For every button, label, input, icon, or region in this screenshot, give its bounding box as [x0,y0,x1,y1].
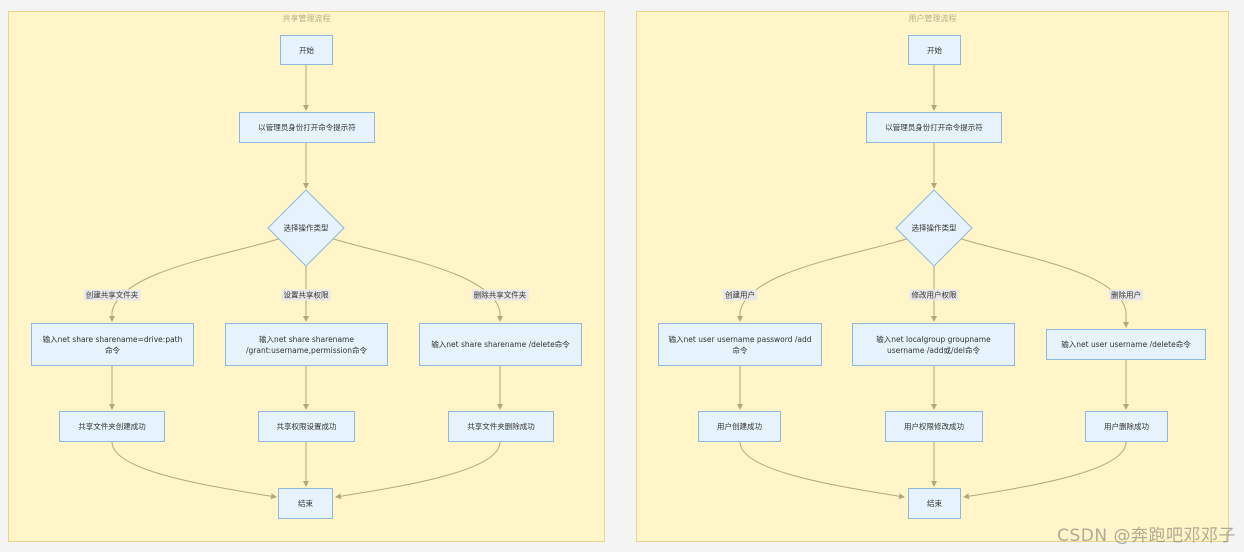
user-permission-modified-node: 用户权限修改成功 [885,411,983,442]
decision-diamond [267,189,345,267]
end-node: 结束 [278,488,333,519]
open-cmd-as-admin-node: 以管理员身份打开命令提示符 [239,112,375,143]
open-cmd-as-admin-node: 以管理员身份打开命令提示符 [866,112,1002,143]
cluster-title: 共享管理流程 [282,14,331,23]
decision-label: 选择操作类型 [283,223,329,233]
edge-decision-to-cmd3 [954,236,1129,328]
edge-ok3-to-end [335,441,501,500]
branch-label-modify-user-permission: 修改用户权限 [909,289,959,301]
watermark: CSDN @奔跑吧邓邓子 [1057,526,1236,546]
edge-ok3-to-end [963,441,1127,500]
create-share-command-node: 输入net share sharename=drive:path 命令 [31,323,194,366]
edge-decision-to-cmd1 [109,236,286,322]
end-node: 结束 [908,488,961,519]
user-created-node: 用户创建成功 [698,411,781,442]
localgroup-command-node: 输入net localgroup groupname username /add… [852,323,1015,366]
share-created-node: 共享文件夹创建成功 [59,411,165,442]
share-deleted-node: 共享文件夹删除成功 [448,411,554,442]
grant-share-command-node: 输入net share sharename /grant:username,pe… [225,323,388,366]
cluster-title: 用户管理流程 [908,14,957,23]
decision-label: 选择操作类型 [911,223,957,233]
start-node: 开始 [908,35,961,65]
start-node: 开始 [280,35,333,65]
edge-decision-to-cmd1 [737,236,914,322]
edge-ok1-to-end [111,441,277,500]
branch-label-create-user: 创建用户 [723,289,757,301]
share-permission-set-node: 共享权限设置成功 [258,411,355,442]
create-user-command-node: 输入net user username password /add命令 [658,323,822,366]
edge-ok1-to-end [739,441,905,500]
user-deleted-node: 用户删除成功 [1085,411,1168,442]
edge-decision-to-cmd3 [326,236,503,322]
decision-diamond [895,189,973,267]
user-flow-cluster: 用户管理流程 [636,11,1229,542]
delete-user-command-node: 输入net user username /delete命令 [1046,329,1206,360]
branch-label-delete-share: 删除共享文件夹 [471,289,529,301]
branch-label-create-share: 创建共享文件夹 [83,289,141,301]
delete-share-command-node: 输入net share sharename /delete命令 [419,323,582,366]
branch-label-set-share-permission: 设置共享权限 [281,289,331,301]
branch-label-delete-user: 删除用户 [1109,289,1143,301]
